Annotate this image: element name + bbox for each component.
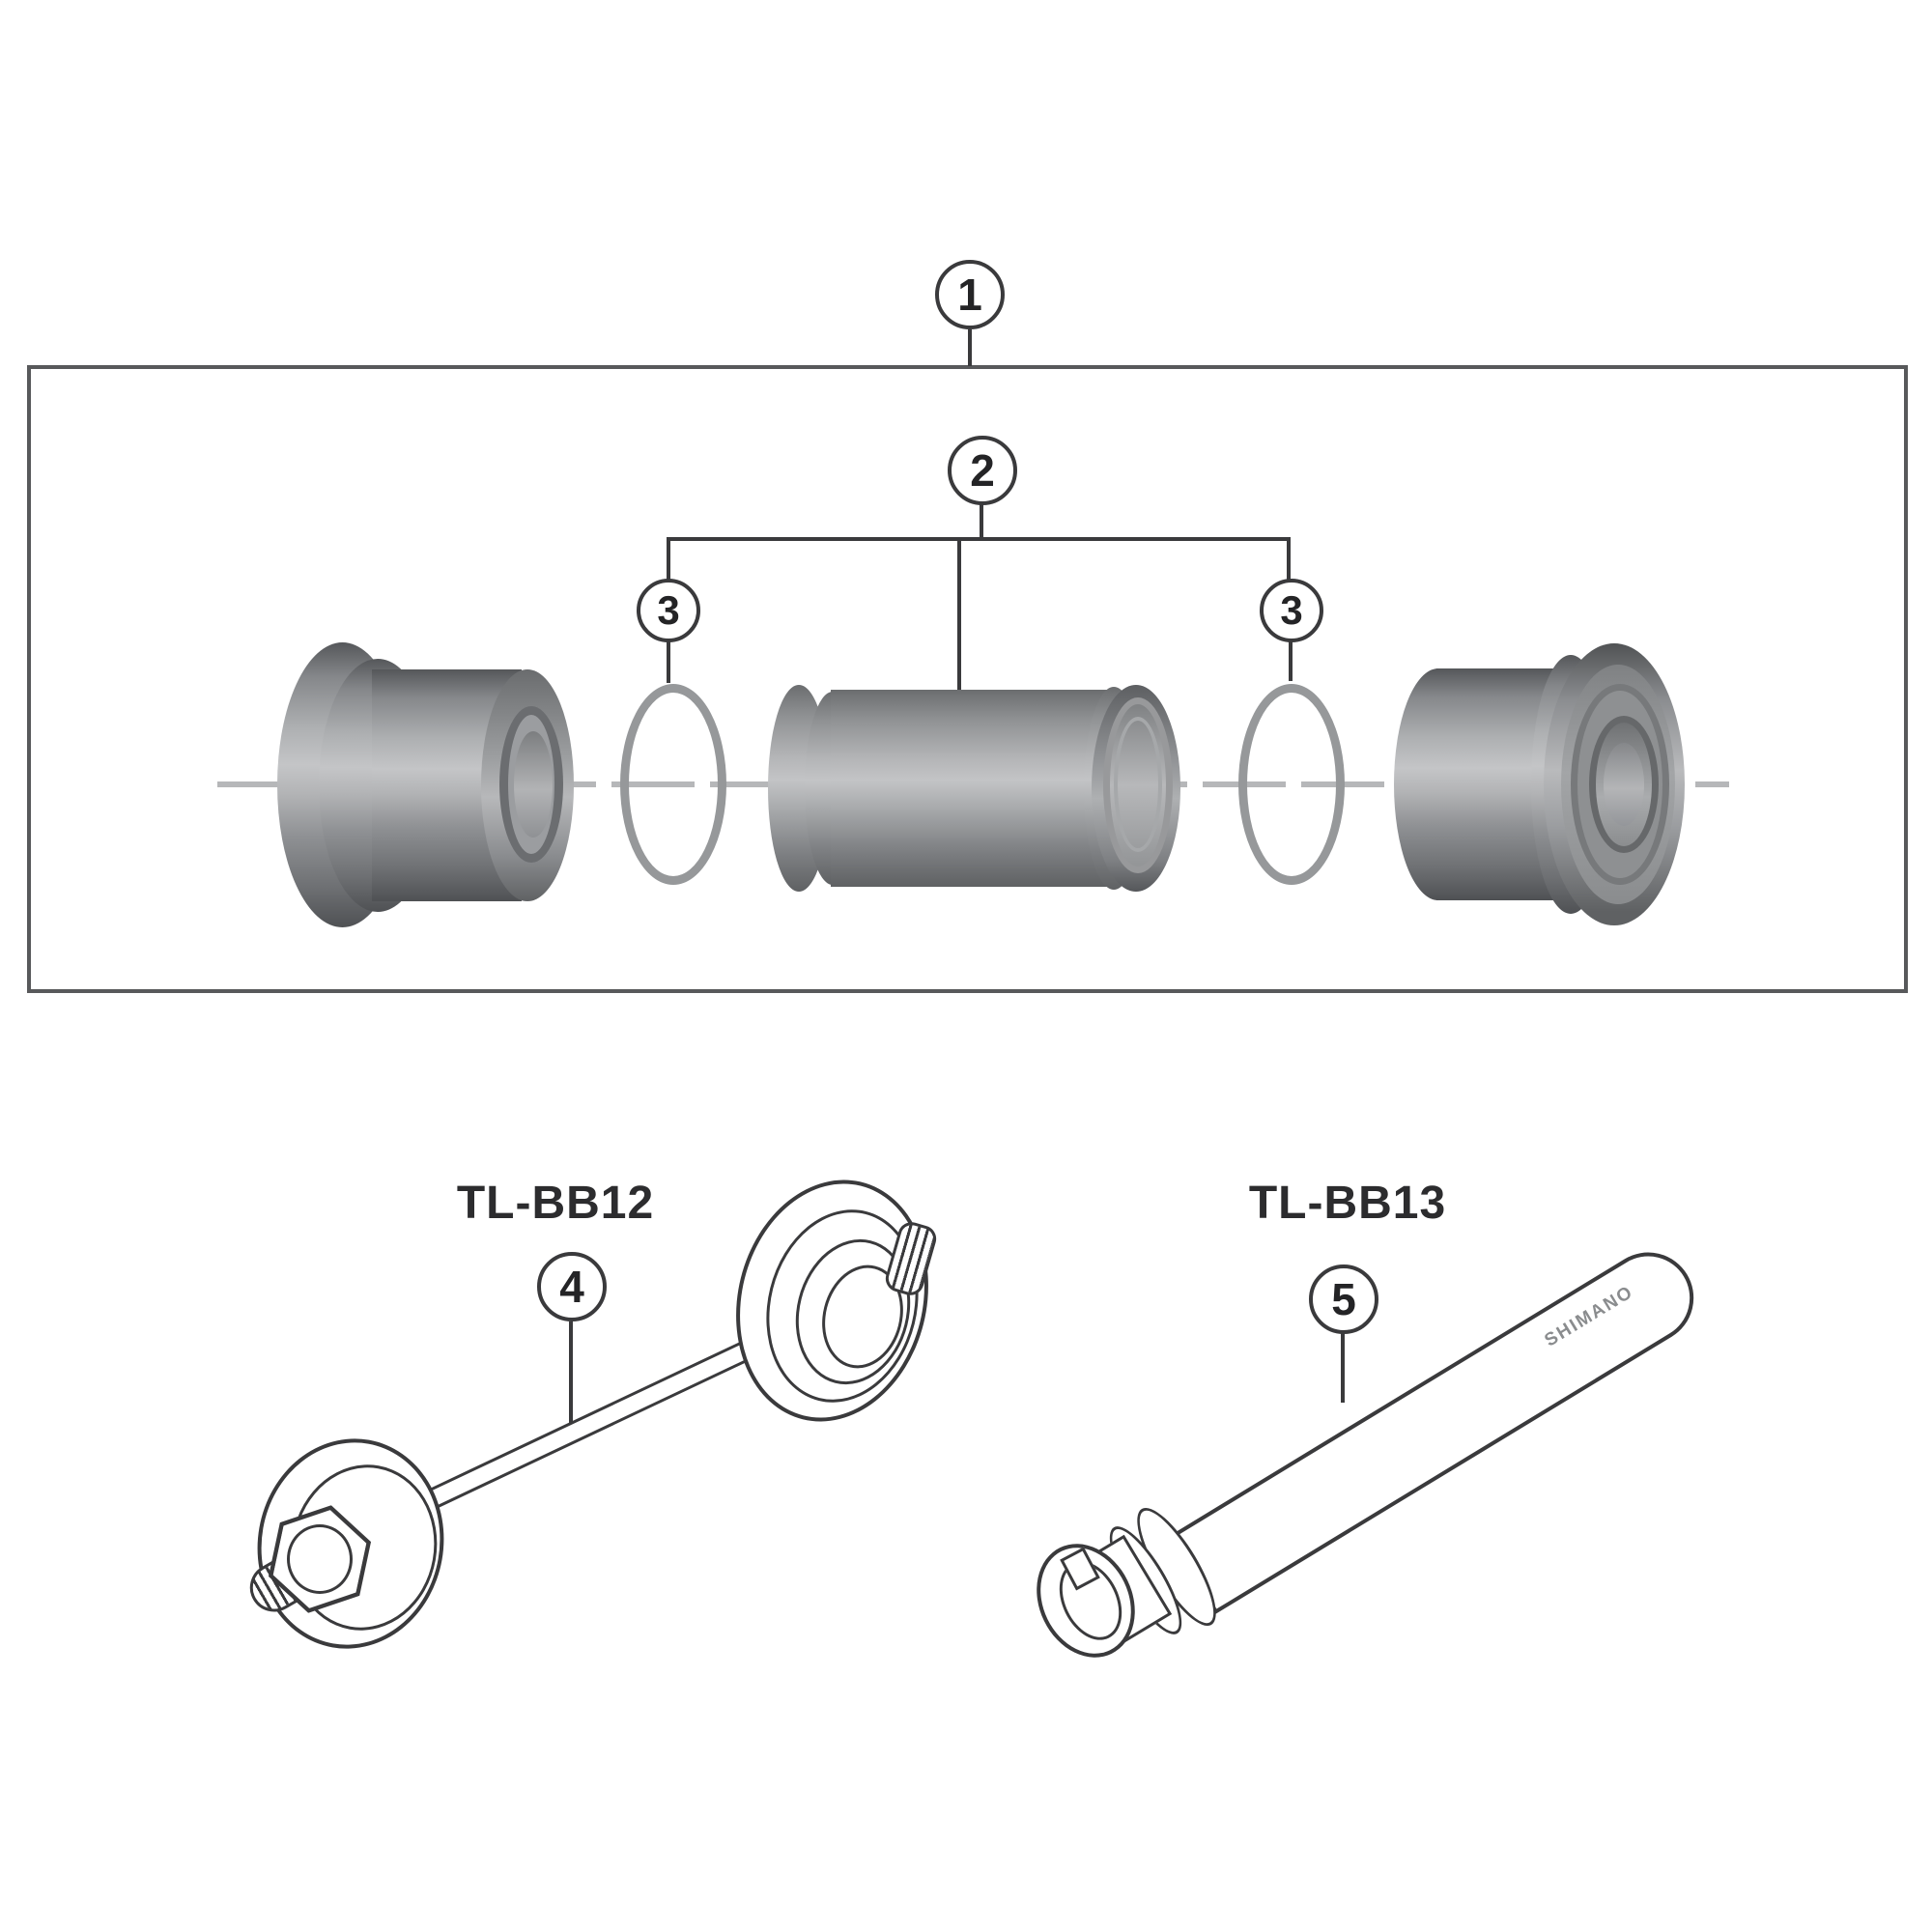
callout-3-left-stem bbox=[667, 640, 670, 683]
callout-4: 4 bbox=[537, 1252, 607, 1321]
callout-3-right: 3 bbox=[1260, 579, 1323, 642]
sleeve-body bbox=[831, 690, 1111, 887]
cup-bore bbox=[514, 731, 553, 838]
o-ring-left bbox=[620, 684, 726, 885]
callout-4-number: 4 bbox=[559, 1262, 584, 1312]
callout-2-number: 2 bbox=[970, 445, 995, 496]
callout-1: 1 bbox=[935, 260, 1005, 329]
callout-3-left-number: 3 bbox=[657, 587, 680, 633]
callout-3-right-stem bbox=[1289, 640, 1293, 681]
callout-2-stem bbox=[980, 503, 983, 539]
cup-bore-center bbox=[1604, 743, 1644, 826]
o-ring-right bbox=[1238, 684, 1345, 885]
callout-1-stem bbox=[968, 329, 972, 366]
callout-2: 2 bbox=[948, 436, 1017, 505]
callout-5: 5 bbox=[1309, 1264, 1378, 1334]
bracket-center-drop bbox=[957, 537, 961, 692]
tl-bb12-label: TL-BB12 bbox=[456, 1178, 655, 1229]
callout-5-number: 5 bbox=[1331, 1274, 1356, 1324]
callout-3-left: 3 bbox=[637, 579, 700, 642]
callout-1-number: 1 bbox=[957, 270, 982, 320]
bracket-right-drop bbox=[1287, 537, 1291, 581]
callout-4-stem bbox=[569, 1321, 573, 1424]
sleeve-mouth-lip bbox=[1114, 717, 1162, 852]
bracket-left-drop bbox=[667, 537, 670, 581]
callout-2-bracket bbox=[667, 537, 1291, 541]
hex-nut-chamfer bbox=[287, 1524, 353, 1594]
tl-bb13-label: TL-BB13 bbox=[1248, 1178, 1447, 1229]
callout-3-right-number: 3 bbox=[1280, 587, 1303, 633]
callout-5-stem bbox=[1341, 1333, 1345, 1403]
